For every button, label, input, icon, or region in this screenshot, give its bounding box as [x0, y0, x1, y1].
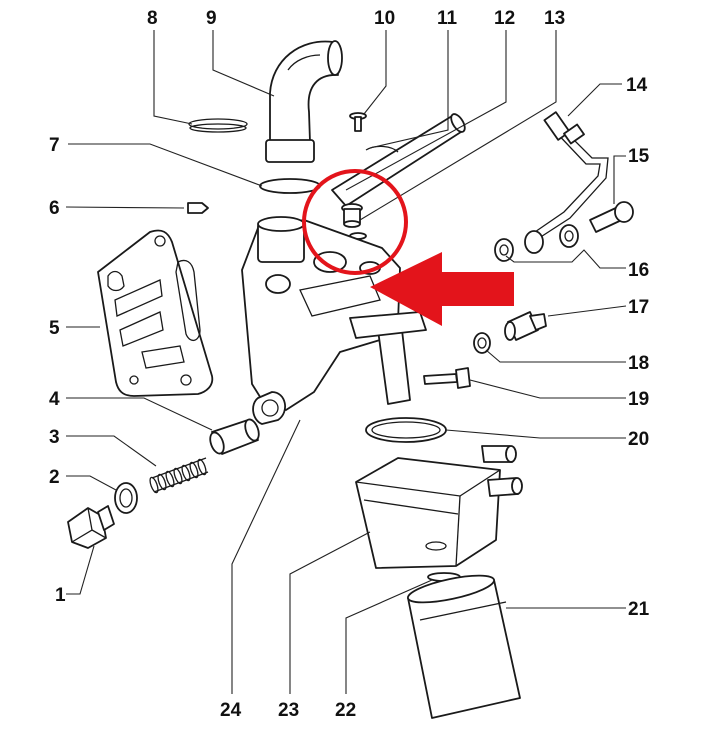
part-sensor [504, 311, 547, 341]
part-small-screw [187, 202, 209, 214]
part-oil-filter [407, 574, 521, 719]
callout-8: 8 [147, 8, 158, 29]
callout-9: 9 [206, 8, 217, 29]
highlight-circle [302, 169, 408, 275]
callout-20: 20 [628, 429, 649, 450]
part-pipe [524, 111, 609, 254]
part-spring-clip [365, 145, 399, 153]
callout-22: 22 [335, 700, 356, 721]
callout-12: 12 [494, 8, 515, 29]
callout-7: 7 [49, 135, 60, 156]
part-spring [149, 457, 209, 494]
callout-11: 11 [437, 8, 458, 29]
callout-2: 2 [49, 467, 60, 488]
part-washers [494, 224, 579, 262]
part-elbow-hose [265, 40, 343, 163]
part-oil-cooler [355, 445, 523, 569]
callout-4: 4 [49, 389, 60, 410]
callout-23: 23 [278, 700, 299, 721]
part-bolt-upper [589, 201, 634, 233]
part-plug-bolt [67, 505, 115, 549]
part-ring-18 [473, 332, 491, 354]
part-large-o-ring [365, 417, 447, 443]
callout-10: 10 [374, 8, 395, 29]
part-clip-ring [188, 118, 248, 133]
highlight-arrow [370, 252, 514, 326]
part-rod [331, 113, 466, 207]
callout-17: 17 [628, 297, 649, 318]
part-sealing-ring [114, 482, 138, 514]
callout-14: 14 [626, 75, 648, 96]
callout-21: 21 [628, 599, 650, 620]
callout-19: 19 [628, 389, 649, 410]
part-sleeve [209, 418, 260, 455]
callout-15: 15 [628, 146, 650, 167]
part-bolt-lower [423, 367, 471, 389]
callout-6: 6 [49, 198, 60, 219]
part-plug [341, 203, 363, 228]
leader-lines [65, 30, 627, 694]
part-central-tube [349, 311, 427, 405]
callout-1: 1 [55, 585, 66, 606]
callout-16: 16 [628, 260, 649, 281]
callout-labels: 1 2 3 4 5 6 7 8 9 10 11 12 13 14 15 16 1… [49, 8, 650, 721]
part-gasket-plate [97, 229, 214, 397]
callout-24: 24 [220, 700, 242, 721]
callout-5: 5 [49, 318, 60, 339]
part-pin [349, 112, 367, 132]
callout-3: 3 [49, 427, 60, 448]
callout-13: 13 [544, 8, 565, 29]
part-o-ring-upper [259, 178, 321, 194]
callout-18: 18 [628, 353, 649, 374]
